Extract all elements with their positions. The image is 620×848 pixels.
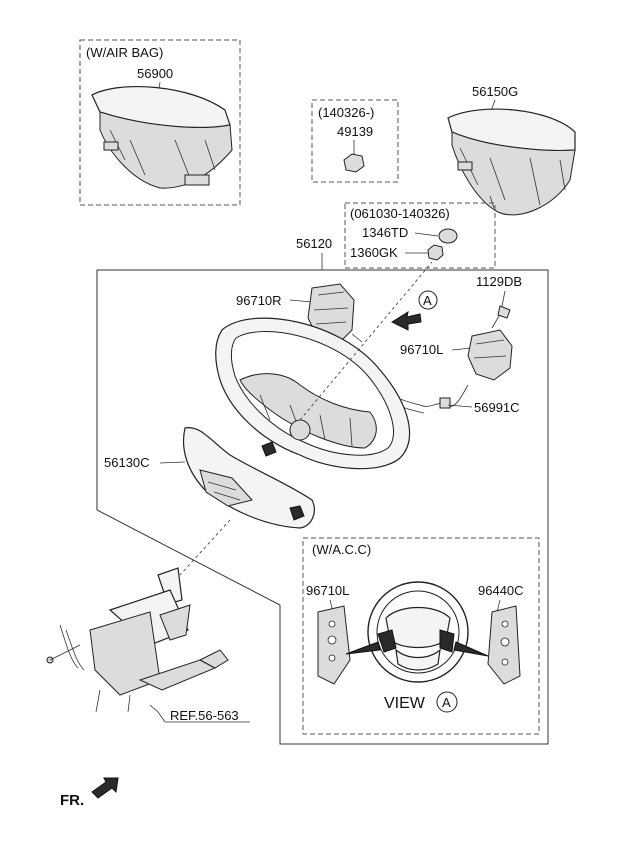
part-1360gk-illustration[interactable] <box>427 244 444 261</box>
airbag-56150g-illustration[interactable] <box>447 108 576 216</box>
column-dashline <box>179 519 231 576</box>
lower-cover-56130c-illustration[interactable] <box>182 427 315 529</box>
switch-l-leader <box>451 347 473 351</box>
acc-group: (W/A.C.C) 96710L 96440C VIEW <box>302 537 540 735</box>
arrow-a-circle <box>418 290 438 310</box>
front-label: FR. <box>60 792 84 809</box>
acc-switch-r-number[interactable]: 96440C <box>478 583 524 598</box>
steering-column-illustration[interactable] <box>46 567 229 713</box>
acc-switch-l-number[interactable]: 96710L <box>306 583 349 598</box>
bolt-number[interactable]: 1129DB <box>476 274 522 289</box>
airbag-module-illustration[interactable] <box>91 85 233 189</box>
harness-leader <box>447 404 473 408</box>
view-label: VIEW <box>384 695 426 712</box>
date-range-2: (061030-140326) <box>350 206 450 221</box>
part-1346td-number[interactable]: 1346TD <box>362 225 408 240</box>
airbag-part-number[interactable]: 56900 <box>137 66 173 81</box>
wheel-center-dashline <box>299 261 433 421</box>
fastener-group: (061030-140326) 1346TD 1360GK <box>344 202 496 269</box>
acc-steering-wheel-illustration <box>367 581 469 683</box>
fastener-group-frame <box>344 202 496 269</box>
airbag-g-to-box-leader <box>489 195 495 209</box>
acc-switch-96710l-illustration[interactable] <box>317 605 351 685</box>
front-arrow-icon <box>91 777 119 799</box>
acc-group-label: (W/A.C.C) <box>312 542 371 557</box>
switch-r-number[interactable]: 96710R <box>236 293 282 308</box>
nut-49139-illustration[interactable] <box>343 153 365 173</box>
part-49139-number[interactable]: 49139 <box>337 124 373 139</box>
nut-group-frame <box>311 99 399 183</box>
lower-cover-leader <box>159 461 186 464</box>
airbag-group: (W/AIR BAG) 56900 <box>79 39 241 206</box>
bolt-leader <box>501 290 506 307</box>
harness-number[interactable]: 56991C <box>474 400 520 415</box>
front-direction-marker: FR. <box>60 777 119 809</box>
acc-right-pointer-icon <box>453 641 489 657</box>
date-range-1: (140326-) <box>318 105 374 120</box>
view-direction-arrow-icon <box>390 310 422 331</box>
view-a-letter: A <box>442 695 451 710</box>
airbag-group-label: (W/AIR BAG) <box>86 45 163 60</box>
nut-49139-group: (140326-) 49139 <box>311 99 399 183</box>
switch-96710l-illustration[interactable] <box>467 329 513 381</box>
view-a-circle <box>436 691 458 713</box>
arrow-a-letter: A <box>423 293 432 308</box>
airbag-56150g-group: 56150G <box>447 84 576 216</box>
part-1360gk-number[interactable]: 1360GK <box>350 245 398 260</box>
main-assembly-frame <box>96 269 549 745</box>
airbag-g-number[interactable]: 56150G <box>472 84 518 99</box>
part-1346td-illustration[interactable] <box>438 228 458 244</box>
acc-switch-96440c-illustration[interactable] <box>487 605 521 685</box>
steering-wheel-illustration[interactable] <box>215 317 411 470</box>
wheel-assy-number[interactable]: 56120 <box>296 236 332 251</box>
lower-cover-number[interactable]: 56130C <box>104 455 150 470</box>
acc-left-pointer-icon <box>345 641 381 655</box>
view-a-indicator: A <box>390 290 438 331</box>
part-1346td-leader <box>414 232 439 237</box>
switch-r-leader <box>289 299 313 303</box>
airbag-group-frame <box>79 39 241 206</box>
ref-leader <box>149 704 250 723</box>
bolt-1129db-illustration[interactable] <box>491 305 511 329</box>
switch-l-number[interactable]: 96710L <box>400 342 443 357</box>
ref-label[interactable]: REF.56-563 <box>170 708 239 723</box>
